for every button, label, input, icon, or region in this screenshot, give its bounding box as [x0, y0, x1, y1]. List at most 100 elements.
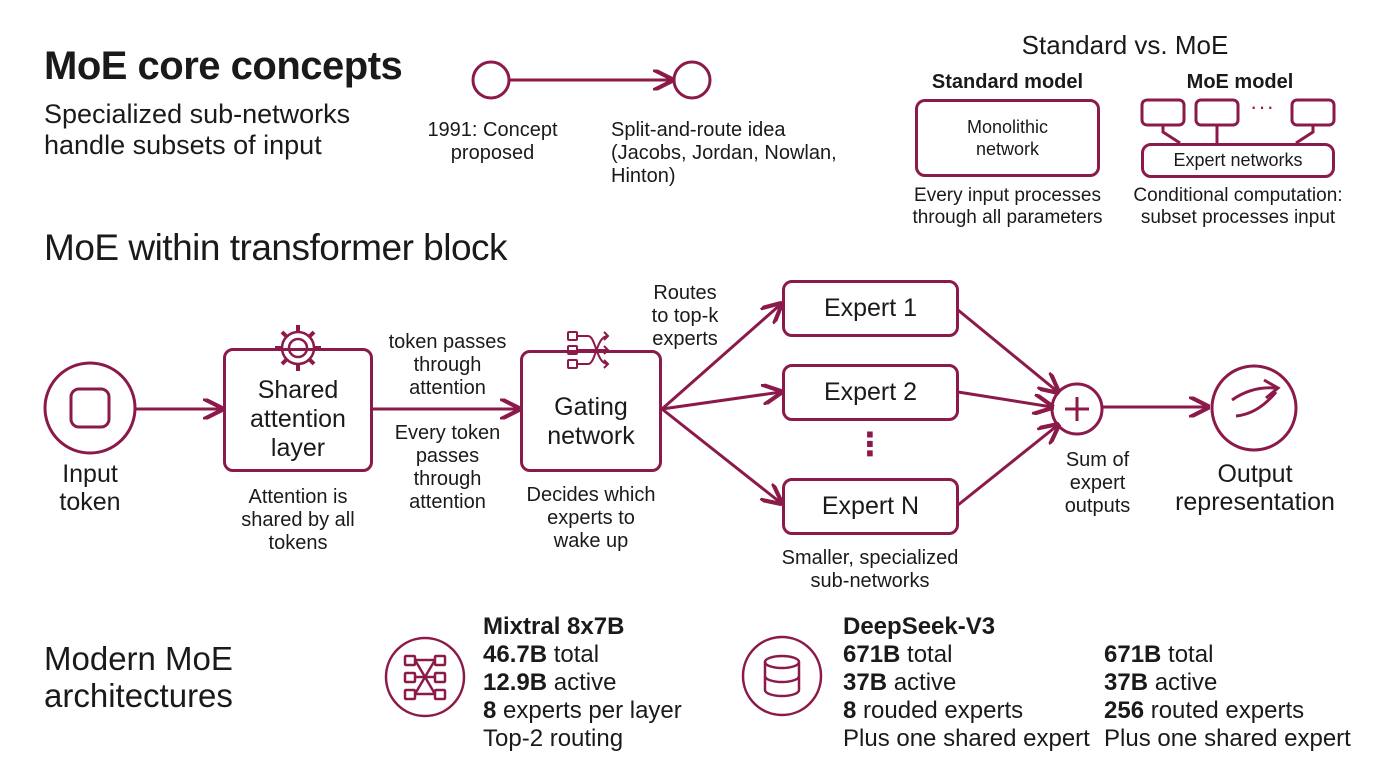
- timeline-end-text: Split-and-route idea: [611, 119, 786, 141]
- mixtral-card: Mixtral 8x7B 46.7B total 12.9B active 8 …: [483, 613, 743, 753]
- sum-text: Sum of: [1065, 449, 1130, 471]
- page-subtitle: Specialized sub-networks handle subsets …: [44, 99, 350, 161]
- deepseek-extra-active: 37B active: [1104, 669, 1364, 697]
- routes-text: Routes: [653, 282, 717, 304]
- mixtral-active: 12.9B active: [483, 669, 743, 697]
- stat-number: 37B: [843, 669, 888, 696]
- input-token-label: Input token: [30, 460, 150, 516]
- attention-caption: Attention is shared by all tokens: [218, 486, 378, 555]
- sum-text: expert: [1069, 472, 1126, 494]
- pass-below-text: attention: [409, 491, 486, 513]
- sum-node: [1050, 382, 1104, 436]
- timeline-start-text: proposed: [450, 142, 535, 164]
- timeline-start-text: 1991: Concept: [427, 119, 558, 141]
- mixtral-routing: Top-2 routing: [483, 725, 624, 752]
- pass-below-text: through: [413, 468, 482, 490]
- mixtral-experts: 8 experts per layer: [483, 697, 743, 725]
- stat-number: 37B: [1104, 669, 1149, 696]
- stat-number: 256: [1104, 697, 1145, 724]
- moe-connector: [1161, 125, 1315, 145]
- subtitle-line: handle subsets of input: [44, 130, 322, 160]
- attention-text: Shared: [257, 375, 339, 404]
- gating-network-box: Gating network: [520, 350, 662, 472]
- sum-text: outputs: [1064, 495, 1131, 517]
- gating-caption-text: experts to: [547, 507, 635, 529]
- subtitle-line: Specialized sub-networks: [44, 99, 351, 129]
- deepseek-extra-card: 671B total 37B active 256 routed experts…: [1104, 641, 1364, 753]
- stat-number: 8: [843, 697, 857, 724]
- pass-label-above: token passes through attention: [380, 331, 515, 400]
- timeline-end-text: Hinton): [611, 165, 676, 187]
- gating-text: network: [547, 422, 635, 450]
- routes-label: Routes to top-k experts: [632, 282, 738, 351]
- deepseek-extra-shared: Plus one shared expert: [1104, 725, 1351, 752]
- comparison-title: Standard vs. MoE: [1021, 30, 1229, 60]
- modern-section-title: Modern MoE architectures: [44, 640, 233, 714]
- experts-caption: Smaller, specialized sub-networks: [760, 547, 980, 593]
- transformer-section-title: MoE within transformer block: [44, 227, 508, 268]
- moe-heading: MoE model: [1186, 71, 1294, 93]
- stat-label: active: [547, 669, 617, 696]
- moe-caption: Conditional computation: subset processe…: [1128, 185, 1348, 229]
- deepseek-experts: 8 rouded experts: [843, 697, 1093, 725]
- input-token-icon: [69, 387, 111, 429]
- stat-number: 671B: [1104, 641, 1162, 668]
- standard-caption-text: through all parameters: [912, 207, 1103, 228]
- input-text: token: [59, 488, 121, 516]
- stat-number: 12.9B: [483, 669, 548, 696]
- monolithic-text: network: [975, 139, 1040, 159]
- expert-networks-box: Expert networks: [1141, 143, 1335, 178]
- modern-title-text: architectures: [44, 677, 233, 714]
- attention-text: attention: [250, 404, 346, 433]
- timeline-start-node: [471, 60, 511, 100]
- mixtral-name: Mixtral 8x7B: [483, 613, 625, 640]
- deepseek-extra-experts: 256 routed experts: [1104, 697, 1364, 725]
- expert-n-box: Expert N: [782, 478, 959, 535]
- stat-label: routed experts: [1144, 697, 1305, 724]
- database-icon: [741, 635, 823, 717]
- arrow-gating-expert2: [661, 392, 781, 411]
- stat-label: experts per layer: [496, 697, 682, 724]
- routes-text: to top-k: [651, 305, 719, 327]
- page-title: MoE core concepts: [44, 44, 403, 88]
- pass-above-text: token passes: [388, 331, 507, 353]
- output-node: [1210, 364, 1298, 452]
- expert-2-box: Expert 2: [782, 364, 959, 421]
- stat-number: 671B: [843, 641, 901, 668]
- timeline-end-label: Split-and-route idea (Jacobs, Jordan, No…: [611, 119, 861, 188]
- expert-ellipsis: ⋮: [854, 426, 886, 462]
- stat-number: 46.7B: [483, 641, 548, 668]
- output-arrow-icon: [1231, 378, 1281, 418]
- attention-caption-text: shared by all: [241, 509, 355, 531]
- shared-attention-box: Shared attention layer: [223, 348, 373, 472]
- deepseek-shared: Plus one shared expert: [843, 725, 1090, 752]
- stat-label: active: [1148, 669, 1218, 696]
- attention-caption-text: Attention is: [248, 486, 348, 508]
- output-text: representation: [1175, 488, 1335, 516]
- gating-caption-text: Decides which: [526, 484, 656, 506]
- deepseek-name: DeepSeek-V3: [843, 613, 996, 640]
- arrow-gating-expert1: [661, 304, 781, 411]
- arrow-expert2-sum: [957, 390, 1052, 407]
- input-text: Input: [62, 460, 118, 488]
- mixtral-icon: [384, 636, 466, 718]
- stat-label: rouded experts: [856, 697, 1024, 724]
- output-label: Output representation: [1160, 460, 1350, 516]
- experts-caption-text: sub-networks: [810, 570, 930, 592]
- arrow-expertN-sum: [957, 425, 1058, 507]
- sum-label: Sum of expert outputs: [1035, 449, 1160, 518]
- stat-label: active: [887, 669, 957, 696]
- gating-caption-text: wake up: [553, 530, 629, 552]
- pass-label-below: Every token passes through attention: [380, 422, 515, 514]
- moe-caption-text: Conditional computation:: [1133, 185, 1343, 206]
- deepseek-card: DeepSeek-V3 671B total 37B active 8 roud…: [843, 613, 1093, 753]
- input-node: [43, 361, 137, 455]
- stat-label: total: [1161, 641, 1214, 668]
- output-text: Output: [1217, 460, 1293, 488]
- modern-title-text: Modern MoE: [44, 640, 233, 677]
- standard-caption: Every input processes through all parame…: [900, 185, 1115, 229]
- deepseek-extra-total: 671B total: [1104, 641, 1364, 669]
- attention-text: layer: [270, 433, 326, 462]
- gating-text: Gating: [554, 393, 628, 421]
